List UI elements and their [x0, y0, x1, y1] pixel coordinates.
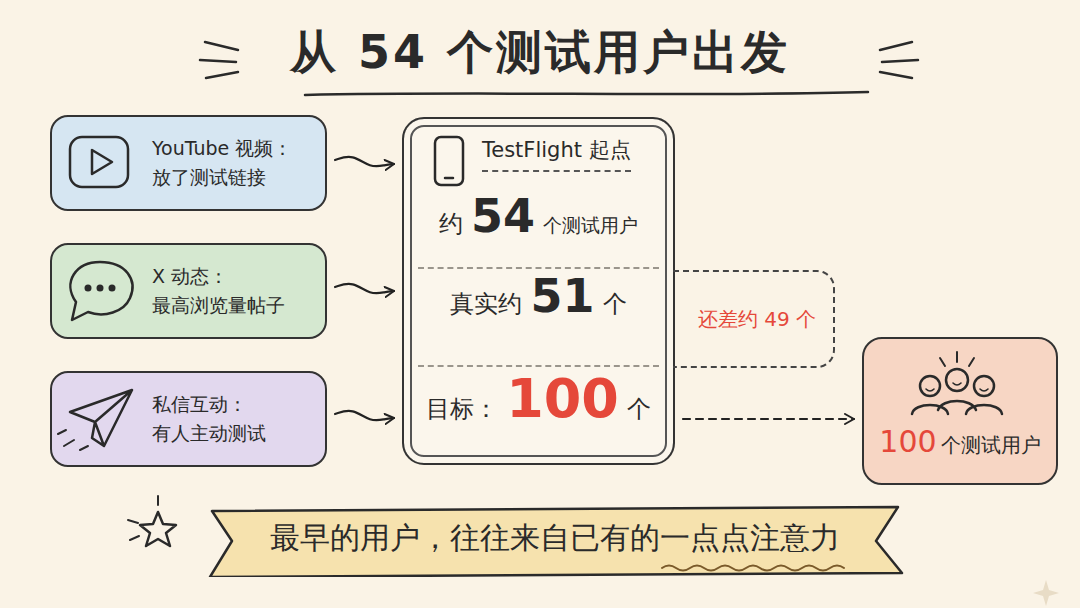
node-text: 还差约 49 个 — [698, 306, 816, 333]
phone-icon — [435, 137, 463, 185]
source-box: X 动态： 最高浏览量帖子 — [50, 243, 327, 339]
panel-text: 54 — [471, 189, 535, 243]
node-text: X 动态： 最高浏览量帖子 — [152, 262, 320, 321]
panel-text: 51 — [530, 269, 594, 323]
person-smile — [926, 383, 988, 391]
title-accent — [880, 42, 918, 78]
chat-dot — [97, 285, 104, 292]
sparkle — [1033, 580, 1059, 606]
star-lines — [128, 496, 158, 540]
goal-text: 100个测试用户 — [879, 424, 1040, 459]
node-text: YouTube 视频： 放了测试链接 — [152, 134, 320, 193]
panel-text: 个 — [603, 288, 627, 320]
goal-box: 100个测试用户 — [862, 337, 1058, 485]
panel-heading: TestFlight 起点 — [482, 136, 631, 172]
phone-icon — [445, 177, 453, 180]
node-text: 私信互动： 有人主动测试 — [152, 390, 320, 449]
node-text: 100 — [879, 424, 936, 459]
panel-row: TestFlight 起点 — [404, 119, 673, 189]
title: 从 54 个测试用户出发 — [0, 22, 1080, 84]
person-icon — [912, 401, 1002, 414]
node-text: 个测试用户 — [941, 432, 1041, 459]
panel-text: 目标： — [426, 393, 498, 425]
play-icon — [70, 137, 128, 187]
star-icon — [140, 512, 176, 546]
plane-icon — [70, 390, 132, 446]
panel-row: 约54 个测试用户 — [404, 189, 673, 267]
person-icon — [920, 376, 940, 396]
panel-row: 真实约51 个 — [418, 267, 659, 365]
source-box: YouTube 视频： 放了测试链接 — [50, 115, 327, 211]
node-text: 最早的用户，往往来自已有的一点点注意力 — [270, 518, 840, 559]
title-underline — [305, 92, 868, 95]
panel-text: 约 — [439, 208, 463, 240]
panel-text: 真实约 — [450, 288, 522, 320]
panel-text: 个测试用户 — [543, 213, 638, 239]
ribbon-outline — [210, 507, 902, 577]
panel-text: 100 — [506, 367, 619, 430]
flow-arrow — [335, 411, 394, 420]
chat-dot — [85, 285, 92, 292]
testflight-panel: TestFlight 起点约54个测试用户真实约51个目标：100个 — [402, 117, 675, 465]
flow-arrow — [335, 284, 394, 293]
gap-bracket: 还差约 49 个 — [673, 270, 835, 368]
person-icon — [946, 369, 968, 391]
takeaway-ribbon: 最早的用户，往往来自已有的一点点注意力 — [200, 505, 910, 577]
panel-row: 目标：100个 — [418, 365, 659, 463]
play-icon — [92, 150, 112, 174]
wavy-underline — [662, 566, 844, 571]
title-accent — [200, 42, 238, 78]
source-box: 私信互动： 有人主动测试 — [50, 371, 327, 467]
flow-arrow — [335, 157, 394, 166]
plane-trail — [58, 430, 88, 450]
sparkle-lines — [940, 352, 974, 366]
panel-text: 个 — [627, 393, 651, 425]
chat-dot — [109, 285, 116, 292]
flow-arrow — [683, 418, 854, 420]
person-icon — [974, 376, 994, 396]
chat-icon — [70, 262, 132, 320]
